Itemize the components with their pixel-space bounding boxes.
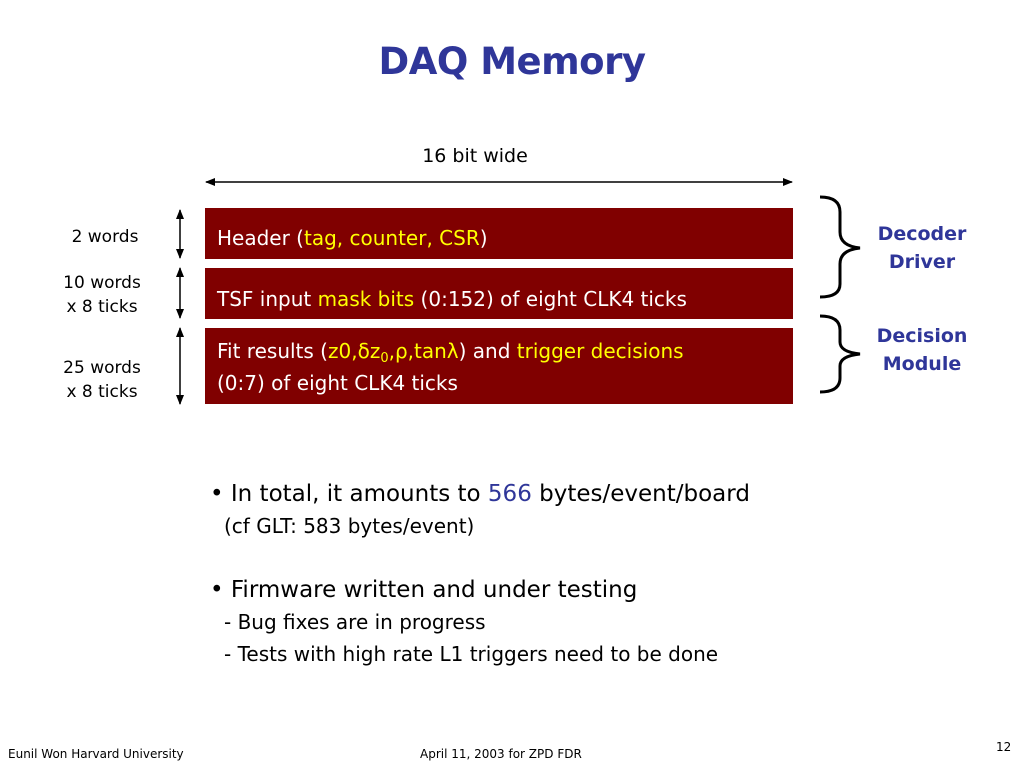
tsf-box: TSF input mask bits (0:152) of eight CLK… <box>205 268 793 319</box>
tsf-box-highlight: mask bits <box>317 287 415 311</box>
fit-param-z: z <box>369 339 381 363</box>
bullet-firmware: • Firmware written and under testing <box>210 577 638 603</box>
row3-label: 25 words x 8 ticks <box>50 356 154 404</box>
decision-module-line1: Decision <box>876 325 968 347</box>
row2-label-line2: x 8 ticks <box>66 297 138 317</box>
bullet-total-sub: (cf GLT: 583 bytes/event) <box>224 514 475 538</box>
footer-author: Eunil Won Harvard University <box>8 747 184 761</box>
fit-param-z0: z0, <box>327 339 358 363</box>
slide-title: DAQ Memory <box>378 40 646 83</box>
footer-date: April 11, 2003 for ZPD FDR <box>420 747 582 761</box>
decision-brace <box>819 314 861 394</box>
decoder-brace <box>819 195 861 299</box>
fit-param-rho: ,ρ <box>388 339 408 363</box>
fit-box-line1: Fit results (z0,δz0,ρ,tanλ) and trigger … <box>217 335 793 367</box>
decoder-driver-label: Decoder Driver <box>862 220 982 276</box>
bullet-total: • In total, it amounts to 566 bytes/even… <box>210 478 750 510</box>
row3-label-line2: x 8 ticks <box>66 382 138 402</box>
bullet-list: • In total, it amounts to 566 bytes/even… <box>210 478 750 670</box>
decoder-driver-line1: Decoder <box>877 223 967 245</box>
bullet-firmware-sub2: - Tests with high rate L1 triggers need … <box>224 642 719 666</box>
footer-page-number: 12 <box>996 740 1012 754</box>
fit-param-tan: ,tanλ <box>407 339 459 363</box>
header-box-highlight: tag, counter, CSR <box>303 226 480 250</box>
row3-label-line1: 25 words <box>63 358 141 378</box>
bullet-total-suffix: bytes/event/board <box>531 481 750 507</box>
fit-param-delta: δ <box>357 339 370 363</box>
width-label: 16 bit wide <box>422 145 528 167</box>
bullet-firmware-sub1: - Bug fixes are in progress <box>224 610 486 634</box>
fit-box-prefix: Fit results ( <box>217 339 328 363</box>
tsf-box-suffix: (0:152) of eight CLK4 ticks <box>414 287 687 311</box>
decoder-driver-line2: Driver <box>888 251 956 273</box>
fit-box-highlight: trigger decisions <box>516 339 684 363</box>
fit-box-line2: (0:7) of eight CLK4 ticks <box>217 371 458 395</box>
tsf-box-prefix: TSF input <box>217 287 318 311</box>
row1-label: 2 words <box>50 225 160 249</box>
bullet-total-prefix: • In total, it amounts to <box>210 481 488 507</box>
bullet-total-number: 566 <box>487 481 532 507</box>
decision-module-line2: Module <box>882 353 962 375</box>
fit-param-z-sub: 0 <box>380 351 389 366</box>
row2-label-line1: 10 words <box>63 273 141 293</box>
bullet-spacer <box>210 542 750 574</box>
row2-label: 10 words x 8 ticks <box>50 271 154 319</box>
header-box-suffix: ) <box>479 226 488 250</box>
header-box-prefix: Header ( <box>217 226 304 250</box>
fit-box-params: z0,δz0,ρ,tanλ <box>327 339 459 366</box>
header-box: Header (tag, counter, CSR) <box>205 208 793 259</box>
fit-box: Fit results (z0,δz0,ρ,tanλ) and trigger … <box>205 328 793 404</box>
row1-label-line1: 2 words <box>71 227 139 247</box>
fit-box-mid: ) and <box>458 339 517 363</box>
decision-module-label: Decision Module <box>862 322 982 378</box>
